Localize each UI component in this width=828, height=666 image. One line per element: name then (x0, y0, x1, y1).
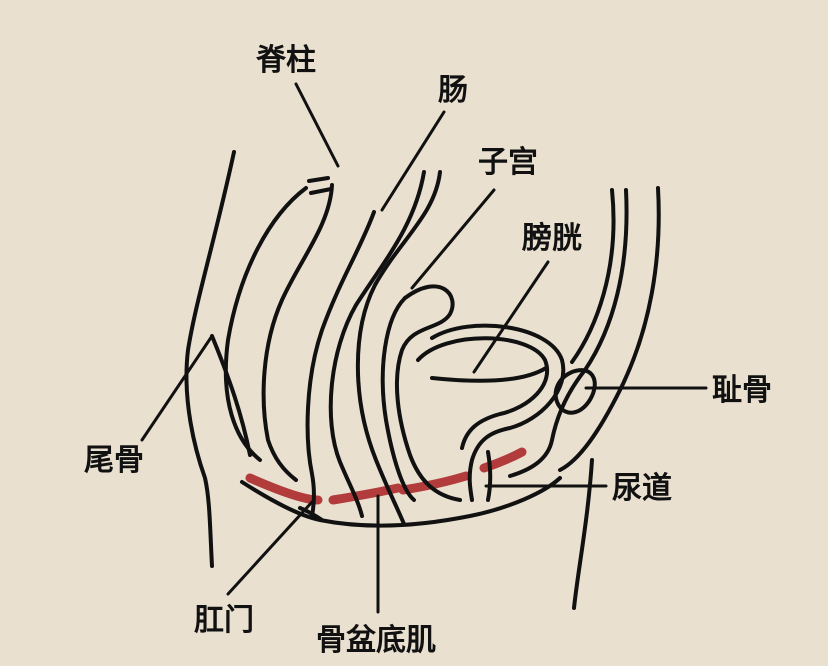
label-bladder: 膀胱 (521, 221, 582, 256)
bladder-leader-line (472, 260, 550, 374)
pubic-bone-shape (508, 186, 661, 610)
uterus-leader-line (410, 188, 496, 290)
spine-leader-line (294, 82, 340, 168)
bladder-shape (416, 323, 566, 502)
perineum-outline (240, 476, 562, 528)
back-outline (184, 150, 252, 568)
leader-lines (140, 82, 708, 614)
label-pelvic-floor: 骨盆底肌 (316, 623, 436, 658)
label-spine: 脊柱 (255, 43, 316, 78)
intestine-leader-line (380, 110, 446, 212)
spine-shape (223, 176, 334, 482)
uterus-shape (355, 170, 462, 526)
label-coccyx: 尾骨 (84, 443, 144, 478)
coccyx-leader-line (140, 334, 214, 442)
label-uterus: 子宫 (478, 145, 538, 180)
rectum-shape (305, 170, 426, 518)
label-urethra: 尿道 (612, 471, 672, 506)
anus-leader-line (226, 500, 314, 596)
label-pubic-bone: 耻骨 (712, 373, 772, 408)
label-anus: 肛门 (194, 603, 254, 638)
label-intestine: 肠 (438, 73, 468, 108)
